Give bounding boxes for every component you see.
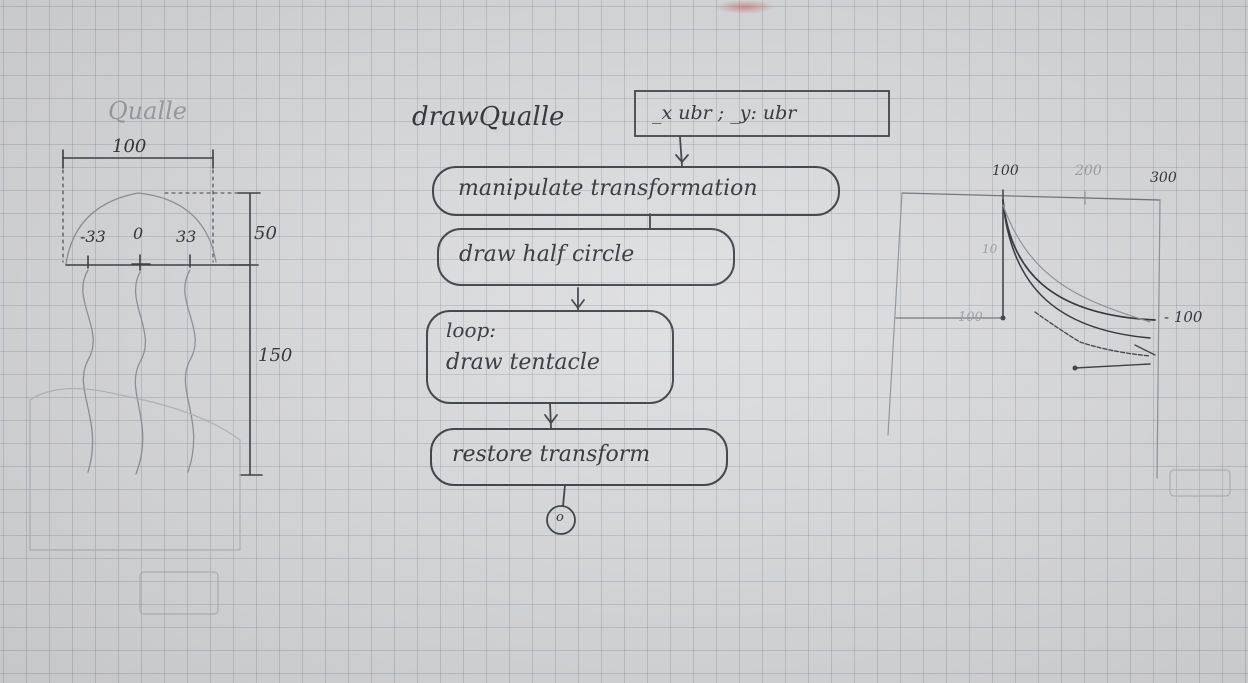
curve-4-wavy — [1034, 311, 1151, 357]
tentacle-middle — [134, 271, 146, 475]
jellyfish-sketch — [62, 149, 263, 476]
graph-left-mark: 100 — [958, 310, 983, 325]
curve-end-mark — [1134, 344, 1156, 356]
x-label-0: 0 — [133, 224, 144, 243]
arrow-dot — [1072, 365, 1078, 371]
graph-right-border — [1156, 199, 1161, 479]
dome-half-circle — [65, 192, 217, 265]
step-label: restore transform — [452, 442, 651, 467]
flowchart — [544, 90, 890, 535]
graph-y-tick: 10 — [982, 242, 998, 256]
end-symbol: o — [556, 510, 564, 525]
tentacle-length-label: 150 — [258, 345, 293, 366]
connector-5 — [562, 484, 566, 507]
step-restore-transform: restore transform — [430, 428, 728, 486]
arrow-1 — [675, 154, 689, 164]
faint-box — [139, 571, 219, 615]
step-manipulate-transformation: manipulate transformation — [432, 166, 840, 216]
tentacle-left — [82, 269, 94, 473]
x-label-neg33: -33 — [80, 227, 106, 246]
end-circle — [546, 505, 576, 535]
arrow-line — [1074, 363, 1151, 369]
arrow-3 — [571, 299, 585, 310]
faint-erased-area — [29, 388, 241, 551]
step-label: draw tentacle — [446, 350, 600, 375]
faint-erased-marks — [29, 388, 1231, 615]
arrow-4 — [544, 414, 558, 425]
loop-label: loop: — [446, 318, 497, 342]
curve-2 — [1002, 201, 1151, 339]
graph-left-border — [887, 192, 903, 436]
step-label: manipulate transformation — [458, 176, 758, 201]
faint-box-right — [1169, 469, 1231, 497]
graph-top-axis — [901, 192, 1161, 201]
step-draw-half-circle: draw half circle — [437, 228, 735, 286]
graph-x-tick-200: 200 — [1075, 163, 1102, 179]
origin-dot — [1000, 315, 1006, 321]
function-name: drawQualle — [412, 102, 565, 132]
jellyfish-title: Qualle — [108, 97, 187, 125]
params-text: _x ubr ; _y: ubr — [652, 102, 797, 124]
step-loop-draw-tentacle: loop: draw tentacle — [426, 310, 674, 404]
graph-x-tick-100: 100 — [992, 163, 1019, 179]
params-box — [634, 90, 890, 137]
graph-x-tick-300: 300 — [1150, 170, 1177, 186]
curve-3 — [1002, 204, 1151, 323]
width-label: 100 — [112, 136, 147, 157]
dome-height-label: 50 — [254, 223, 277, 244]
tentacle-right — [184, 269, 196, 473]
graph-sketch — [887, 189, 1161, 479]
red-object-edge — [715, 0, 775, 14]
step-label: draw half circle — [459, 242, 635, 267]
x-label-33: 33 — [176, 227, 197, 246]
graph-right-mark: - 100 — [1164, 308, 1203, 326]
curve-1 — [1002, 199, 1156, 321]
